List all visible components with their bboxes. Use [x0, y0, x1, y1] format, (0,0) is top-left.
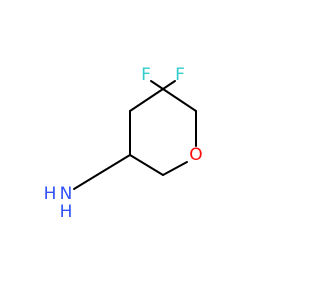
nitrogen-atom: N: [60, 184, 73, 204]
amine-hydrogen-left: H: [44, 184, 57, 204]
bond-c5-f2: [162, 80, 176, 90]
fluorine-atom-right: F: [175, 65, 185, 85]
bond-c3-c2: [129, 154, 164, 176]
bond-ch2-n: [73, 174, 98, 190]
oxygen-atom: O: [189, 145, 202, 165]
bond-c6-c5: [162, 88, 197, 112]
bond-c2-o: [162, 161, 188, 176]
molecule-drawing: F F O N H H: [44, 65, 203, 222]
bond-c3-ch2: [96, 154, 131, 176]
bond-c5-c4: [129, 88, 164, 112]
structure-canvas: F F O N H H: [43, 65, 203, 222]
bond-c5-f1: [150, 80, 164, 90]
fluorine-atom-left: F: [141, 65, 151, 85]
amine-hydrogen-below: H: [60, 202, 73, 222]
